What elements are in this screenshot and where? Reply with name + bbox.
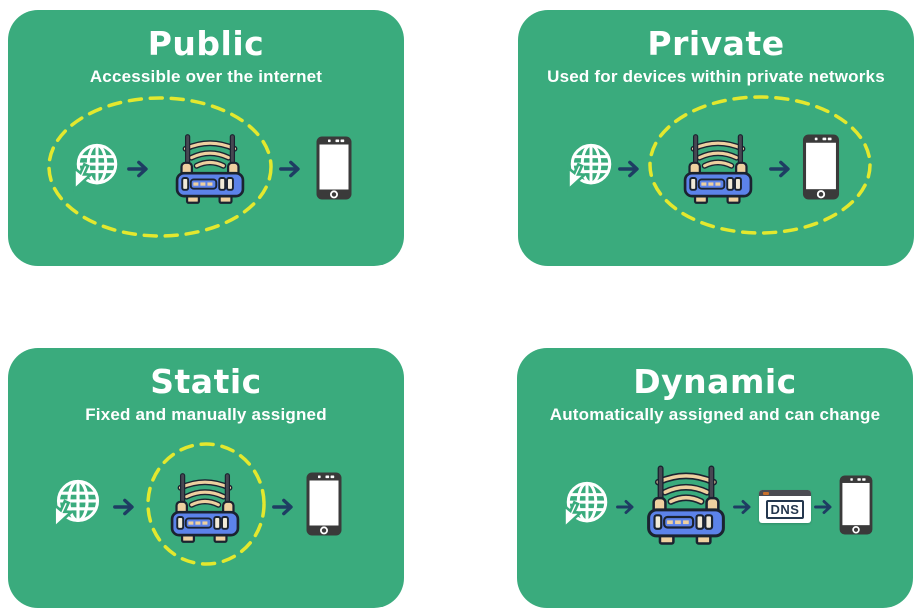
dns-server-icon: DNS bbox=[759, 490, 811, 523]
card-static-ip: Static Fixed and manually assigned bbox=[8, 348, 404, 608]
card-title: Public bbox=[147, 24, 265, 63]
flow-diagram bbox=[8, 10, 404, 266]
card-public-ip: Public Accessible over the internet bbox=[8, 10, 404, 266]
smartphone-icon bbox=[306, 472, 342, 536]
flow-arrow-icon bbox=[272, 498, 298, 516]
card-title: Static bbox=[150, 362, 262, 401]
internet-globe-icon bbox=[566, 142, 616, 192]
flow-diagram: DNS bbox=[517, 348, 913, 608]
dashed-highlight-circle bbox=[146, 442, 266, 566]
internet-globe-icon bbox=[72, 142, 122, 192]
card-subtitle: Automatically assigned and can change bbox=[549, 405, 881, 424]
flow-arrow-icon bbox=[618, 160, 644, 178]
card-subtitle: Used for devices within private networks bbox=[547, 67, 885, 86]
dns-label: DNS bbox=[765, 500, 805, 519]
card-title: Dynamic bbox=[633, 362, 797, 401]
wifi-router-icon bbox=[681, 131, 755, 205]
flow-arrow-icon bbox=[814, 499, 836, 515]
dns-window-body: DNS bbox=[759, 496, 811, 523]
smartphone-icon bbox=[802, 134, 840, 200]
internet-globe-icon bbox=[52, 478, 104, 530]
dns-window-titlebar bbox=[759, 490, 811, 496]
flow-diagram bbox=[8, 348, 404, 608]
internet-globe-icon bbox=[562, 480, 612, 530]
flow-arrow-icon bbox=[769, 160, 795, 178]
dns-window-dot bbox=[763, 492, 769, 495]
smartphone-icon bbox=[839, 475, 873, 535]
wifi-router-icon bbox=[644, 462, 728, 546]
card-dynamic-ip: Dynamic Automatically assigned and can c… bbox=[517, 348, 913, 608]
card-subtitle: Fixed and manually assigned bbox=[85, 405, 327, 424]
card-title: Private bbox=[647, 24, 785, 63]
wifi-router-icon bbox=[168, 470, 242, 544]
flow-arrow-icon bbox=[733, 499, 755, 515]
flow-arrow-icon bbox=[127, 160, 153, 178]
wifi-router-icon bbox=[173, 131, 247, 205]
dashed-highlight-ellipse bbox=[648, 95, 872, 235]
flow-diagram bbox=[518, 10, 914, 266]
smartphone-icon bbox=[316, 136, 352, 200]
dashed-highlight-ellipse bbox=[47, 96, 273, 238]
flow-arrow-icon bbox=[616, 499, 638, 515]
flow-arrow-icon bbox=[113, 498, 139, 516]
card-private-ip: Private Used for devices within private … bbox=[518, 10, 914, 266]
card-subtitle: Accessible over the internet bbox=[89, 67, 323, 86]
flow-arrow-icon bbox=[279, 160, 305, 178]
